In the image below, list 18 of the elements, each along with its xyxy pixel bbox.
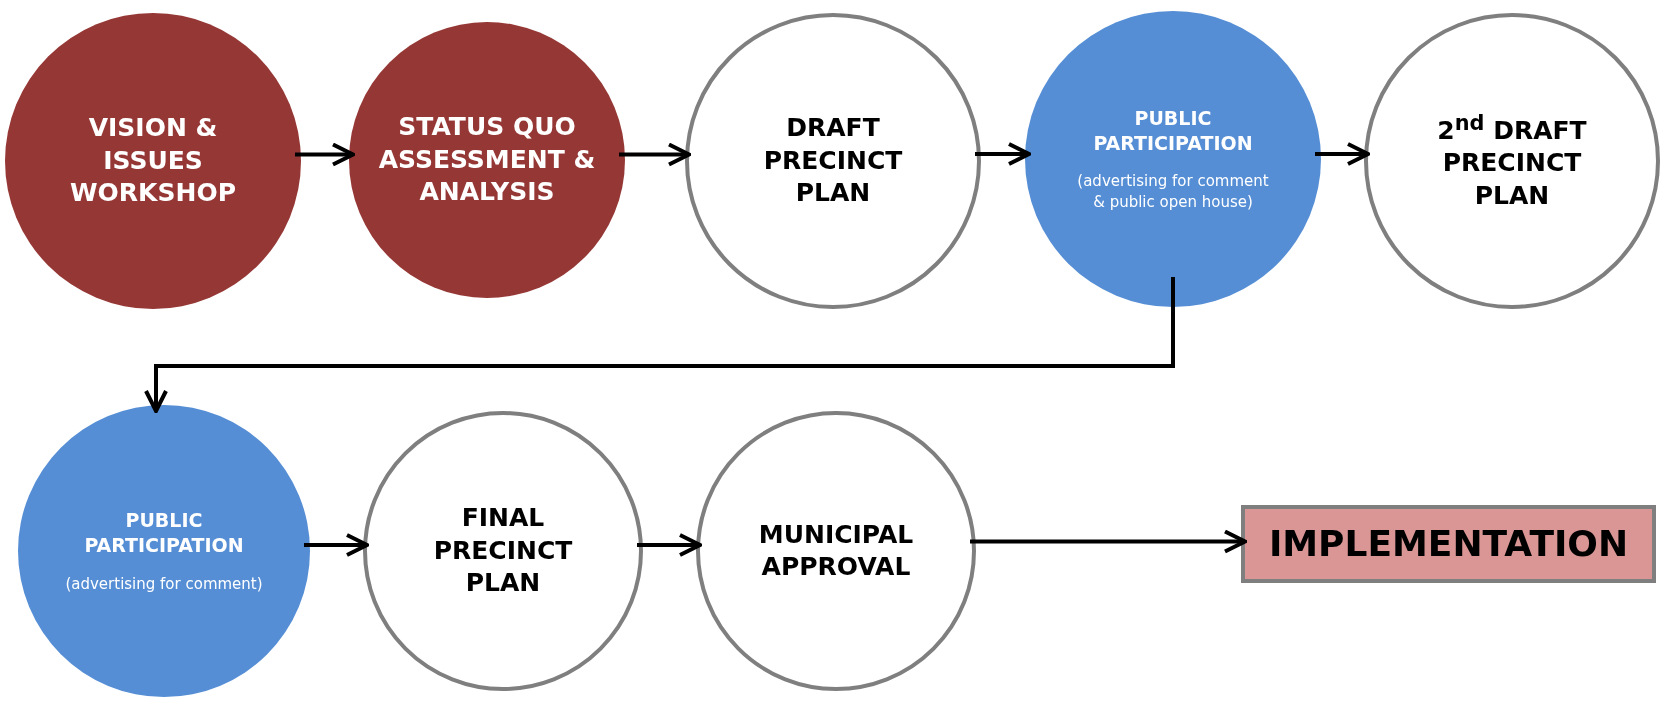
stage-title: FINAL PRECINCT PLAN [432,502,574,600]
arrow [619,142,691,167]
stage-title: 2$^{nd}$ DRAFT PRECINCT PLAN [1436,109,1588,212]
stage-title: VISION & ISSUES WORKSHOP [69,112,237,210]
arrow [637,533,702,557]
stage-box [1241,505,1656,583]
arrow [295,142,355,167]
stage-title: IMPLEMENTATION [1268,521,1629,566]
stage-title: PUBLIC PARTICIPATION [1092,106,1254,156]
stage-note: (advertising for comment) [64,573,264,594]
stage-title: STATUS QUO ASSESSMENT & ANALYSIS [377,111,597,209]
stage-note: (advertising for comment & public open house) [1076,171,1270,212]
stage-title: MUNICIPAL APPROVAL [757,518,915,583]
stage-title: DRAFT PRECINCT PLAN [762,112,904,210]
arrow [304,533,369,557]
arrow [970,529,1247,554]
stage-title: PUBLIC PARTICIPATION [83,508,245,558]
arrow [144,277,1175,413]
